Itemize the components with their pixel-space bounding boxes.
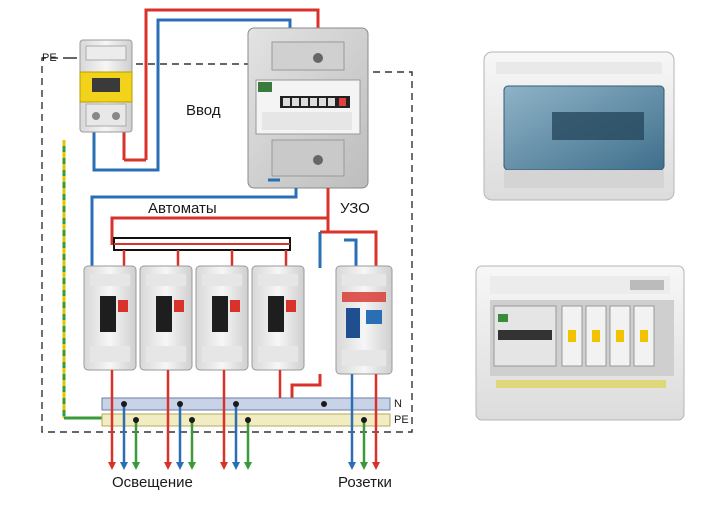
- phase-busbar: [113, 237, 291, 268]
- wire-arrowheads: [108, 462, 380, 470]
- closed-enclosure-photo: [483, 51, 675, 201]
- circuit-breaker-2: [139, 265, 193, 371]
- breakers-label: Автоматы: [148, 200, 217, 217]
- main-breaker: [79, 39, 133, 133]
- neutral-bus: [101, 397, 391, 411]
- circuit-breaker-4: [251, 265, 305, 371]
- open-panel-photo: [475, 265, 685, 421]
- input-label: Ввод: [186, 102, 221, 119]
- pe-label-top: PE: [42, 52, 57, 64]
- circuit-breaker-1: [83, 265, 137, 371]
- rcd-return-wire: [290, 374, 322, 404]
- neutral-bus-label: N: [394, 398, 402, 410]
- rcd-device: [335, 265, 393, 375]
- sockets-label: Розетки: [338, 474, 392, 491]
- meter-output-wires: [90, 178, 330, 266]
- bus-connection-dots: [121, 401, 367, 423]
- rcd-feed-wires: [318, 230, 378, 268]
- electricity-meter: [247, 27, 369, 189]
- outgoing-wires: [110, 370, 378, 466]
- pe-ground-line: [62, 140, 104, 420]
- circuit-breaker-3: [195, 265, 249, 371]
- rcd-label: УЗО: [340, 200, 370, 217]
- ground-bus-label: PE: [394, 414, 409, 426]
- lighting-label: Освещение: [112, 474, 193, 491]
